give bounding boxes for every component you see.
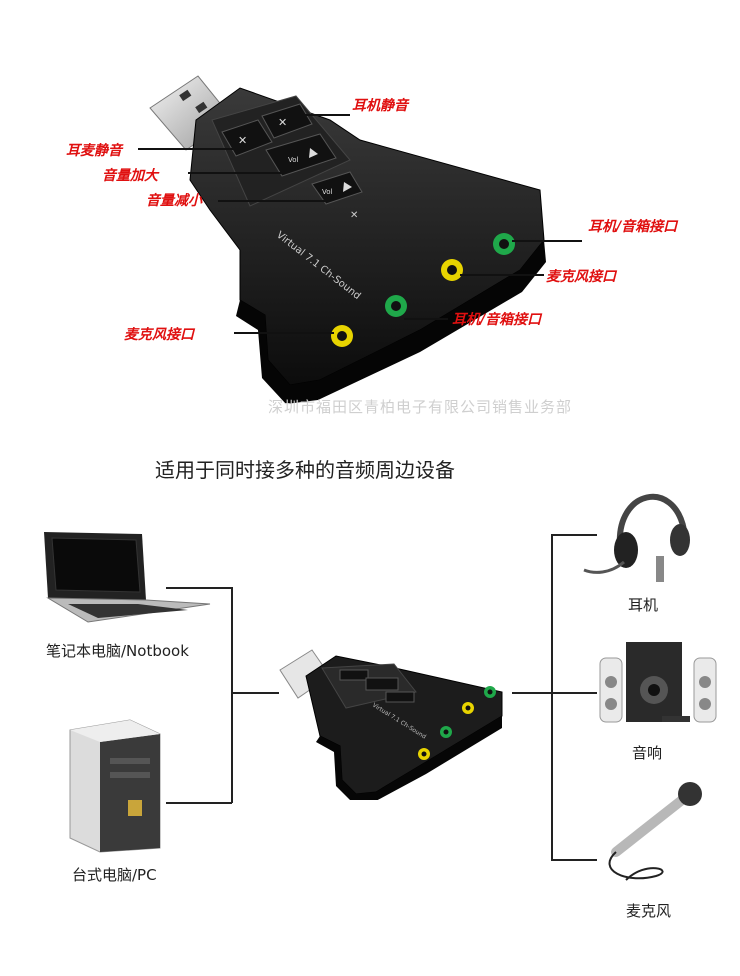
connector-card-to-right	[512, 692, 552, 694]
speakers-icon	[599, 642, 717, 723]
svg-text:✕: ✕	[278, 116, 287, 129]
laptop-icon	[44, 532, 211, 623]
callout-vol-up: 音量加大	[102, 168, 158, 184]
connector-laptop-horizontal	[166, 587, 232, 589]
connector-mic-horizontal	[551, 859, 597, 861]
svg-text:✕: ✕	[350, 210, 358, 221]
headphone-jack-right	[493, 233, 515, 255]
leader-line-mic-mute	[138, 148, 234, 150]
section-heading: 适用于同时接多种的音频周边设备	[155, 458, 455, 482]
desktop-pc-icon	[69, 719, 161, 853]
headset-icon	[583, 493, 690, 582]
connector-left-to-card	[231, 692, 279, 694]
leader-line-headphone-port-lower	[404, 318, 448, 320]
leader-line-headphone-port-right	[512, 240, 582, 242]
callout-headphone-port-right: 耳机/音箱接口	[588, 219, 678, 235]
leader-line-mic-port-right	[460, 274, 544, 276]
svg-text:Vol: Vol	[322, 188, 333, 196]
callout-vol-down: 音量减小	[146, 193, 202, 209]
headphone-mute-button: ✕	[261, 103, 313, 139]
svg-text:Vol: Vol	[288, 156, 299, 164]
device-label-laptop: 笔记本电脑/Notbook	[46, 642, 189, 660]
watermark: 深圳市福田区青柏电子有限公司销售业务部	[268, 398, 573, 416]
sound-card-diagram-image: Virtual 7.1 Ch-Sound	[279, 649, 503, 800]
connector-speakers-horizontal	[551, 692, 597, 694]
headphone-jack-lower	[385, 295, 407, 317]
leader-line-vol-up	[188, 172, 284, 174]
connector-right-vertical	[551, 534, 553, 860]
callout-mic-port-left: 麦克风接口	[124, 327, 194, 343]
callout-headphone-port-lower: 耳机/音箱接口	[452, 312, 542, 328]
vol-down-button: Vol	[311, 171, 363, 205]
mic-jack-left	[331, 325, 353, 347]
svg-text:✕: ✕	[238, 134, 247, 147]
device-label-microphone: 麦克风	[626, 902, 672, 920]
device-label-speakers: 音响	[632, 744, 663, 762]
connector-left-vertical	[231, 587, 233, 803]
device-label-pc: 台式电脑/PC	[72, 866, 157, 884]
vol-up-button: Vol	[265, 133, 337, 177]
sound-card-product-image: ✕ ✕ Vol Vol ✕ Virtual 7.1 Ch-Sound	[149, 75, 546, 404]
connector-pc-horizontal	[166, 802, 232, 804]
leader-line-headphone-mute	[294, 114, 350, 116]
callout-mic-port-right: 麦克风接口	[546, 269, 616, 285]
mic-jack-right	[441, 259, 463, 281]
callout-mic-mute: 耳麦静音	[66, 143, 122, 159]
leader-line-mic-port-left	[234, 332, 334, 334]
leader-line-vol-down	[218, 200, 328, 202]
microphone-icon	[608, 782, 702, 881]
device-label-headset: 耳机	[628, 596, 659, 614]
callout-headphone-mute: 耳机静音	[352, 98, 408, 114]
connector-headset-horizontal	[551, 534, 597, 536]
